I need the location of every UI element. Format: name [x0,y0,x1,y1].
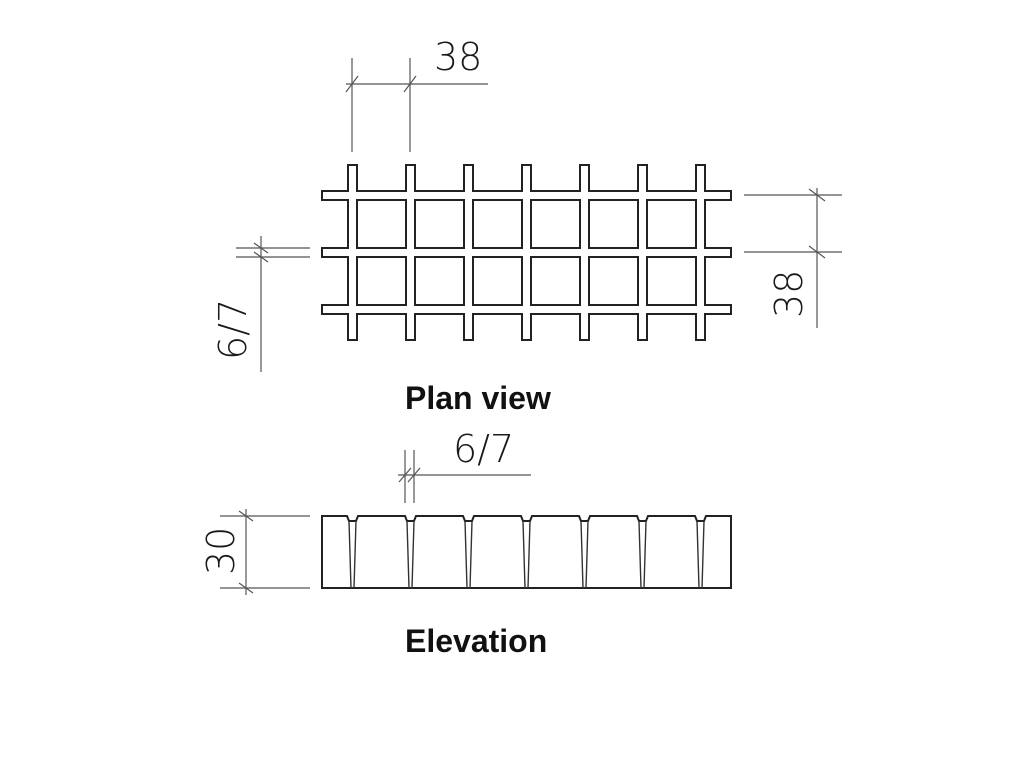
elevation-outline [321,515,732,589]
plan-view: 38 38 6/7 Plan view [211,35,842,416]
plan-bar-thickness-dimension: 6/7 [211,236,310,372]
plan-mesh-width-dimension: 38 [345,35,488,152]
elevation-bar-thickness-label: 6/7 [453,427,514,471]
elevation-view: 6/7 30 Elevation [199,427,732,659]
plan-bar-thickness-label: 6/7 [211,299,255,360]
plan-view-caption: Plan view [405,380,551,416]
elevation-caption: Elevation [405,623,547,659]
plan-mesh-height-label: 38 [767,270,811,318]
elevation-bar-grooves [348,520,705,589]
elevation-height-label: 30 [199,527,243,575]
plan-grating-outline [321,164,732,341]
elevation-height-dimension: 30 [199,509,310,595]
plan-mesh-width-label: 38 [434,35,482,79]
plan-mesh-height-dimension: 38 [744,188,842,328]
elevation-bar-thickness-dimension: 6/7 [398,427,531,503]
